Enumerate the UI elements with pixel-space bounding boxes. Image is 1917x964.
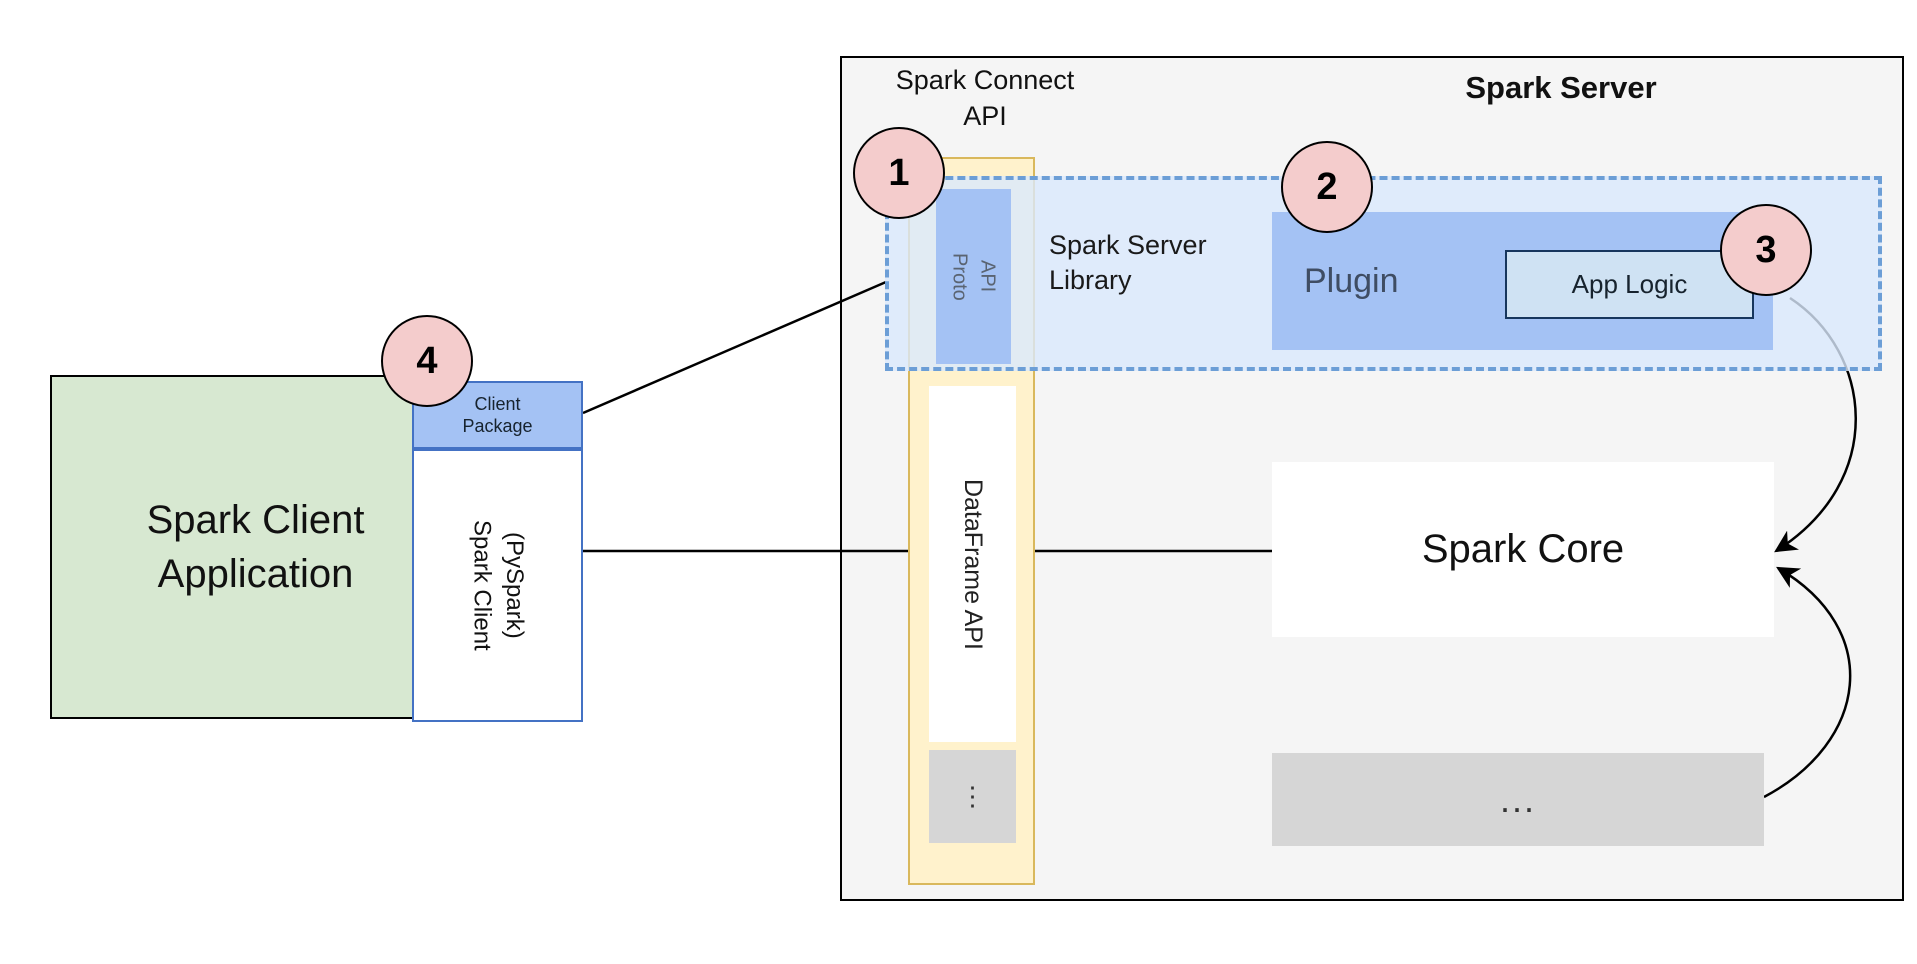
proto-api-box: Proto API — [936, 189, 1011, 364]
spark-core-box: Spark Core — [1272, 462, 1774, 637]
spark-client-application-box: Spark Client Application — [50, 375, 461, 719]
spark-connect-api-title: Spark Connect API — [895, 65, 1075, 132]
proto-api-label: Proto API — [948, 252, 999, 301]
dataframe-api-box: DataFrame API — [929, 386, 1016, 742]
app-logic-label: App Logic — [1571, 269, 1688, 299]
client-package-label: Client Package — [462, 393, 533, 437]
step-badge-3: 3 — [1720, 204, 1812, 296]
step-badge-1: 1 — [853, 127, 945, 219]
column-ellipsis-label: ⋮ — [959, 781, 986, 811]
plugin-label: Plugin — [1304, 261, 1399, 300]
spark-server-title: Spark Server — [1465, 70, 1657, 105]
spark-server-library-label: Spark Server Library — [1049, 230, 1207, 296]
spark-client-application-label: Spark Client Application — [146, 498, 365, 596]
spark-client-pyspark-box: Spark Client (PySpark) — [412, 449, 583, 722]
app-logic-box: App Logic — [1505, 250, 1754, 319]
spark-core-label: Spark Core — [1421, 527, 1625, 571]
step-badge-2: 2 — [1281, 141, 1373, 233]
bottom-ellipsis-label: ... — [1499, 778, 1536, 820]
bottom-ellipsis-box: ... — [1272, 753, 1764, 846]
step-badge-4: 4 — [381, 315, 473, 407]
column-ellipsis-box: ⋮ — [929, 750, 1016, 843]
spark-client-pyspark-label: Spark Client (PySpark) — [468, 520, 528, 651]
dataframe-api-label: DataFrame API — [959, 478, 987, 650]
